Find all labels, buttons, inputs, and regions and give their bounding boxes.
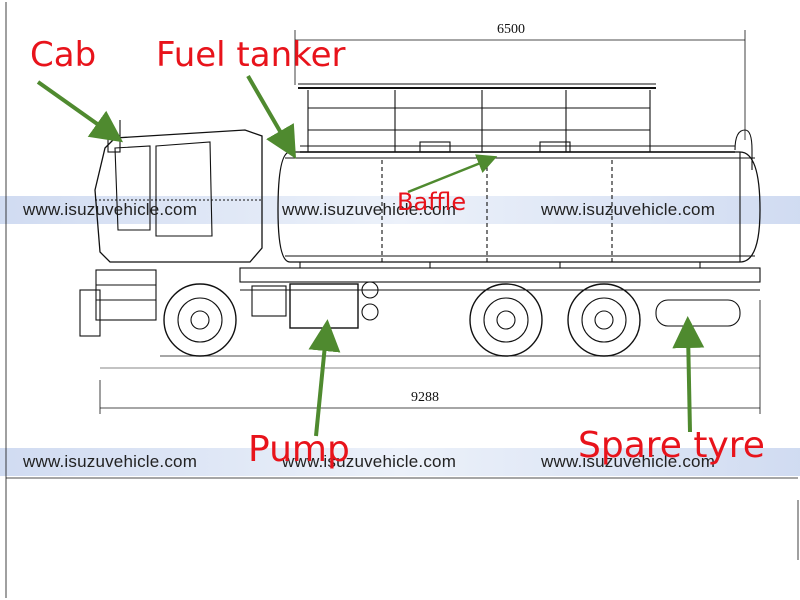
rear-wheel-2 (567, 283, 641, 357)
front-wheel (163, 283, 237, 357)
pump-arrow (308, 319, 341, 437)
watermark-text: www.isuzuvehicle.com (541, 452, 716, 471)
baffle-arrow (407, 154, 498, 194)
watermark-text: www.isuzuvehicle.com (23, 452, 198, 471)
cab-label: Cab (30, 35, 97, 75)
overall-length-dimension: 9288 (411, 390, 439, 405)
watermark-band-top (0, 196, 800, 224)
spare-tyre-arrow (672, 316, 705, 433)
fuel-tanker-label: Fuel tanker (156, 35, 346, 75)
watermark-band-bottom (0, 448, 800, 476)
watermark-text: www.isuzuvehicle.com (282, 200, 457, 219)
tank-length-dimension: 6500 (497, 22, 525, 37)
cab-arrow (36, 80, 124, 143)
spare-tyre-label: Spare tyre (578, 425, 765, 466)
pump-label: Pump (248, 429, 350, 470)
baffle-label: Baffle (397, 188, 467, 216)
rear-wheel-1 (469, 283, 543, 357)
watermark-text: www.isuzuvehicle.com (541, 200, 716, 219)
callout-arrows (36, 74, 705, 437)
watermark-text: www.isuzuvehicle.com (23, 200, 198, 219)
watermark-text: www.isuzuvehicle.com (282, 452, 457, 471)
truck-outline (5, 2, 799, 598)
fuel-tanker-arrow (246, 74, 297, 159)
